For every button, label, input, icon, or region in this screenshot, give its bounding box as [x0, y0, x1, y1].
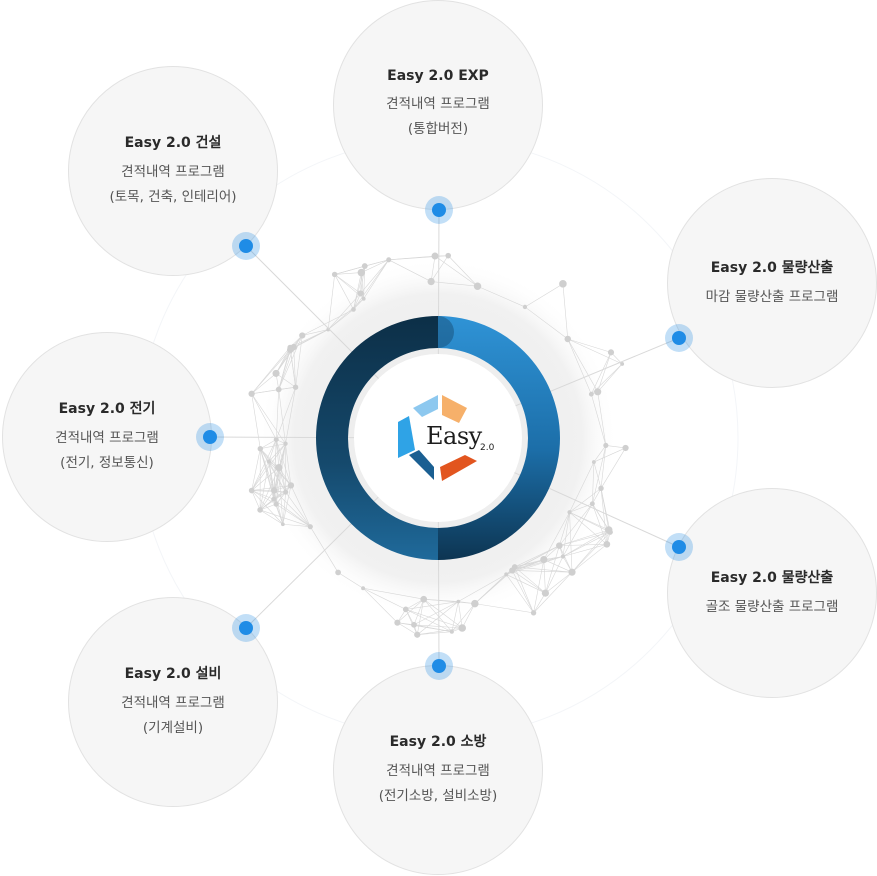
node-title: Easy 2.0 EXP [387, 68, 489, 84]
connector-dot-electric [196, 423, 224, 451]
connector-dot-quantity-finish [665, 324, 693, 352]
node-easy-electric: Easy 2.0 전기 견적내역 프로그램 (전기, 정보통신) [2, 332, 212, 542]
node-title: Easy 2.0 물량산출 [710, 569, 834, 586]
easy-logo-icon [398, 395, 477, 481]
logo-version: 2.0 [480, 443, 495, 453]
node-line: (전기, 정보통신) [60, 455, 154, 471]
node-title: Easy 2.0 설비 [124, 666, 222, 682]
hub-ring [316, 316, 560, 560]
node-title: Easy 2.0 물량산출 [710, 259, 834, 276]
node-line: 견적내역 프로그램 [121, 695, 225, 711]
node-title: Easy 2.0 소방 [389, 734, 487, 750]
node-easy-mechanical: Easy 2.0 설비 견적내역 프로그램 (기계설비) [68, 597, 278, 807]
node-line: (토목, 건축, 인테리어) [109, 189, 237, 205]
node-line: 견적내역 프로그램 [55, 430, 159, 446]
node-easy-quantity-frame: Easy 2.0 물량산출 골조 물량산출 프로그램 [667, 488, 877, 698]
node-easy-exp: Easy 2.0 EXP 견적내역 프로그램 (통합버전) [333, 0, 543, 210]
node-line: 견적내역 프로그램 [121, 164, 225, 180]
connector-dot-quantity-frame [665, 533, 693, 561]
connector-dot-fire [425, 652, 453, 680]
node-line: (전기소방, 설비소방) [378, 788, 498, 804]
node-title: Easy 2.0 전기 [58, 401, 156, 417]
node-line: 골조 물량산출 프로그램 [705, 598, 839, 615]
node-line: 견적내역 프로그램 [386, 96, 490, 112]
node-line: (기계설비) [142, 720, 204, 736]
connector-dot-mechanical [232, 614, 260, 642]
node-easy-fire: Easy 2.0 소방 견적내역 프로그램 (전기소방, 설비소방) [333, 665, 543, 875]
node-title: Easy 2.0 건설 [124, 135, 222, 151]
connector-dot-exp [425, 196, 453, 224]
node-line: 견적내역 프로그램 [386, 763, 490, 779]
node-easy-quantity-finish: Easy 2.0 물량산출 마감 물량산출 프로그램 [667, 178, 877, 388]
logo-word: Easy [426, 422, 482, 450]
connector-dot-construction [232, 232, 260, 260]
node-line: 마감 물량산출 프로그램 [705, 288, 839, 305]
node-line: (통합버전) [407, 121, 469, 137]
